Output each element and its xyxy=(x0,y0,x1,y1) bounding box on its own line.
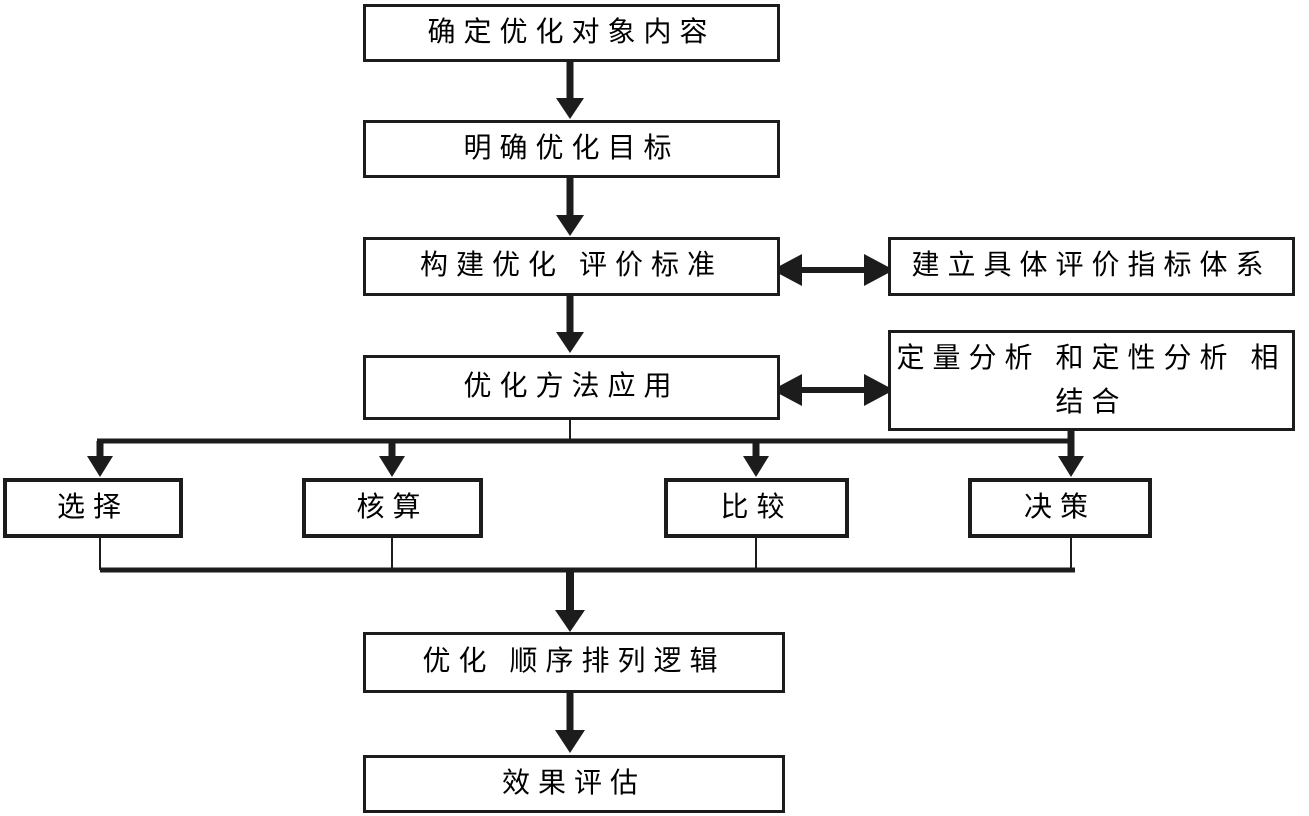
arrow-step5-step6 xyxy=(555,693,585,753)
node-quantitative-qualitative-line2: 结合 xyxy=(1055,386,1128,418)
node-quantitative-qualitative-analysis: 定量分析 和定性分析 相 结合 xyxy=(888,330,1295,431)
arrow-merge-step5 xyxy=(555,570,585,632)
arrow-step2-step3 xyxy=(556,178,584,236)
node-decide: 决策 xyxy=(968,478,1152,538)
merge-rail xyxy=(99,538,1075,573)
arrow-rail-select xyxy=(87,441,113,477)
node-account: 核算 xyxy=(302,478,483,538)
node-effect-evaluation: 效果评估 xyxy=(363,755,785,813)
arrow-rail-decide xyxy=(1058,441,1084,477)
arrow-step3-step4 xyxy=(556,296,584,353)
arrow-rail-compare xyxy=(743,441,769,477)
double-arrow-step4-side2 xyxy=(772,374,894,406)
node-sequence-arrangement-logic: 优化 顺序排列逻辑 xyxy=(363,632,785,693)
node-select: 选择 xyxy=(3,478,183,538)
node-build-evaluation-criteria: 构建优化 评价标准 xyxy=(363,237,780,296)
double-arrow-step3-side1 xyxy=(772,254,894,286)
node-establish-indicator-system: 建立具体评价指标体系 xyxy=(888,237,1295,296)
arrow-step1-step2 xyxy=(556,62,584,119)
arrow-rail-account xyxy=(379,441,405,477)
node-clarify-optimization-goal: 明确优化目标 xyxy=(363,120,780,178)
node-apply-optimization-methods: 优化方法应用 xyxy=(363,355,780,420)
node-determine-optimization-object: 确定优化对象内容 xyxy=(363,4,780,62)
node-quantitative-qualitative-line1: 定量分析 和定性分析 相 xyxy=(896,343,1287,375)
node-compare: 比较 xyxy=(664,478,849,538)
